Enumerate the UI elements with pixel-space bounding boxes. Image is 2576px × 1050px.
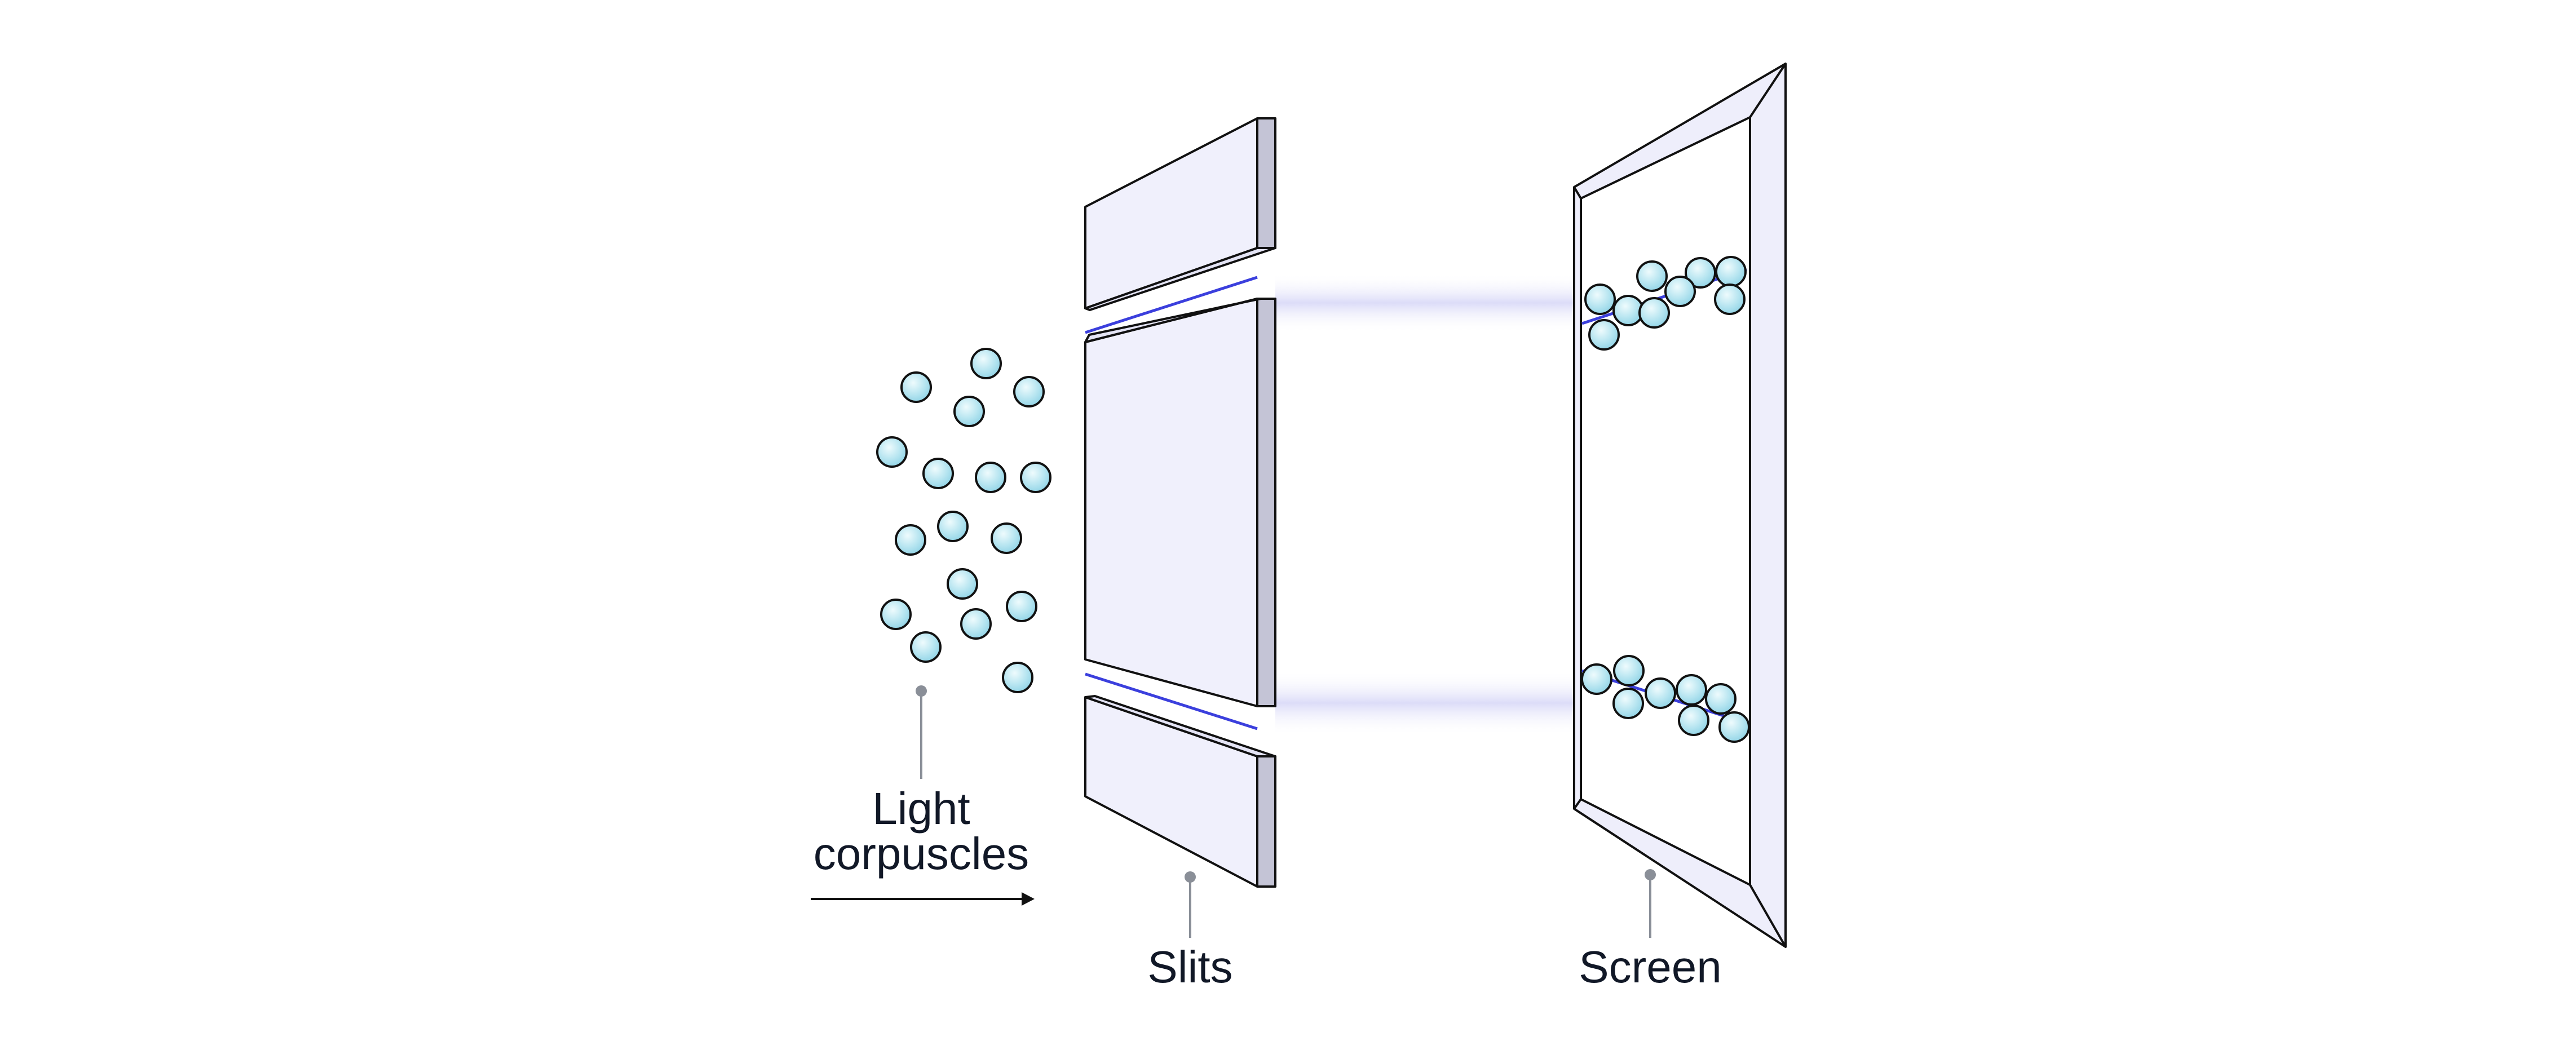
pointer-dot bbox=[1645, 869, 1656, 880]
particle bbox=[1714, 283, 1746, 315]
particle bbox=[1013, 376, 1045, 407]
particle bbox=[1638, 297, 1670, 329]
upper-beam bbox=[1275, 273, 1591, 333]
particle bbox=[1645, 677, 1676, 709]
slit-panel-middle bbox=[1084, 298, 1276, 707]
particle bbox=[1002, 662, 1033, 693]
particle bbox=[937, 511, 969, 542]
screen-inner-face bbox=[1580, 116, 1751, 886]
particle bbox=[880, 599, 912, 630]
particle bbox=[1664, 276, 1696, 307]
particle bbox=[910, 631, 942, 663]
corpuscles-label-line1: Light bbox=[872, 783, 970, 834]
pointer-dot bbox=[1185, 871, 1196, 883]
screen-label: Screen bbox=[1579, 942, 1721, 992]
corpuscles-label-line2: corpuscles bbox=[814, 829, 1029, 879]
pointer-dot bbox=[916, 685, 927, 697]
particle bbox=[1678, 705, 1709, 736]
particle bbox=[1584, 283, 1616, 315]
particle bbox=[1676, 674, 1707, 706]
particle bbox=[953, 396, 985, 427]
particle bbox=[1705, 683, 1737, 715]
particle bbox=[970, 348, 1002, 379]
particle bbox=[895, 524, 926, 556]
slits-label: Slits bbox=[1147, 942, 1232, 992]
slit-barrier bbox=[1084, 117, 1276, 888]
particle bbox=[1020, 462, 1051, 493]
lower-slit-ray bbox=[1085, 672, 1258, 730]
particle bbox=[1612, 295, 1644, 326]
particle bbox=[991, 522, 1022, 554]
slit-panel-bottom bbox=[1084, 695, 1276, 888]
slit-panel-top bbox=[1084, 117, 1276, 311]
particle bbox=[1612, 688, 1644, 719]
label-pointers bbox=[916, 685, 1656, 938]
particle bbox=[947, 568, 978, 600]
particle bbox=[900, 371, 932, 403]
particle bbox=[1588, 319, 1620, 351]
direction-arrow-icon bbox=[811, 892, 1035, 906]
particle bbox=[922, 458, 954, 489]
slit-rays bbox=[1085, 276, 1258, 730]
particle bbox=[975, 462, 1006, 493]
lower-beam bbox=[1275, 671, 1591, 736]
particle bbox=[1006, 591, 1037, 622]
particle bbox=[1715, 256, 1747, 287]
screen-upper-cluster bbox=[1584, 256, 1747, 351]
particle bbox=[960, 608, 992, 640]
particle bbox=[876, 436, 908, 468]
screen bbox=[1573, 63, 1787, 948]
particle bbox=[1581, 663, 1612, 695]
particle bbox=[1685, 257, 1716, 289]
screen-lower-cluster bbox=[1581, 655, 1750, 743]
particle bbox=[1613, 655, 1645, 686]
light-beams bbox=[1275, 273, 1591, 736]
source-particles bbox=[876, 348, 1051, 693]
upper-slit-ray bbox=[1085, 276, 1258, 334]
particle bbox=[1718, 711, 1750, 743]
particle bbox=[1636, 260, 1668, 292]
